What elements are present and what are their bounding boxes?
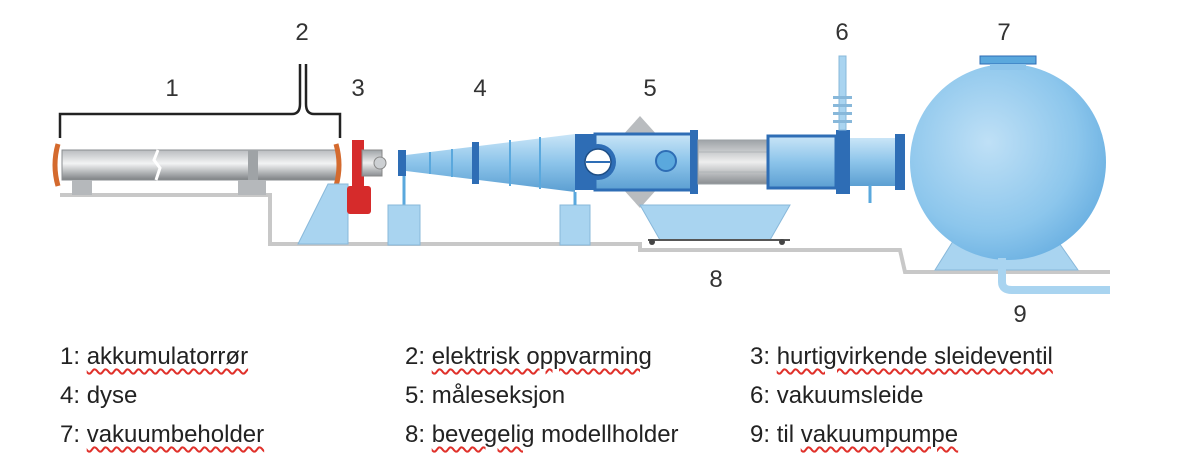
legend-num: 9 — [750, 421, 764, 448]
legend-num: 8 — [405, 421, 419, 448]
legend-num: 4 — [60, 382, 74, 409]
legend-item-8: 8: bevegelig modellholder — [405, 421, 679, 448]
legend: 1: akkumulatorrør 2: elektrisk oppvarmin… — [60, 338, 1180, 453]
legend-text: til vakuumpumpe — [776, 421, 959, 448]
legend-item-3: 3: hurtigvirkende sleideventil — [750, 343, 1053, 370]
legend-text-word: vakuumpumpe — [800, 421, 959, 448]
callout-5: 5 — [643, 75, 656, 102]
legend-text: vakuumsleide — [776, 382, 924, 409]
heating-bracket — [58, 64, 342, 138]
wind-tunnel-diagram: 1 2 3 4 5 6 7 8 9 — [52, 19, 1110, 328]
legend-num: 2 — [405, 343, 419, 370]
callout-1: 1 — [165, 75, 178, 102]
legend-item-1: 1: akkumulatorrør — [60, 343, 249, 370]
legend-num: 6 — [750, 382, 764, 409]
test-section — [575, 116, 769, 208]
legend-item-5: 5: måleseksjon — [405, 382, 566, 409]
legend-item-6: 6: vakuumsleide — [750, 382, 924, 409]
legend-num: 1 — [60, 343, 74, 370]
legend-text: dyse — [86, 382, 138, 409]
legend-text: vakuumbeholder — [86, 421, 265, 448]
callout-3: 3 — [351, 75, 364, 102]
legend-text: hurtigvirkende sleideventil — [776, 343, 1053, 370]
legend-text: elektrisk oppvarming — [431, 343, 652, 370]
callout-2: 2 — [295, 19, 308, 46]
vacuum-tank — [910, 55, 1106, 271]
callout-7: 7 — [997, 19, 1010, 46]
legend-text: bevegelig modellholder — [431, 421, 679, 448]
legend-num: 5 — [405, 382, 419, 409]
callout-4: 4 — [473, 75, 486, 102]
legend-item-2: 2: elektrisk oppvarming — [405, 343, 652, 370]
callout-8: 8 — [709, 266, 722, 293]
nozzle — [387, 134, 591, 246]
ground-line — [60, 193, 1110, 274]
legend-text: akkumulatorrør — [86, 343, 249, 370]
legend-item-4: 4: dyse — [60, 382, 138, 409]
legend-item-9: 9: til vakuumpumpe — [750, 421, 959, 448]
slide-valve — [297, 140, 387, 245]
callout-9: 9 — [1013, 301, 1026, 328]
legend-text-word: bevegelig — [431, 421, 535, 448]
vacuum-slide — [766, 55, 905, 203]
callout-6: 6 — [835, 19, 848, 46]
accumulator-tube — [52, 143, 342, 195]
legend-item-7: 7: vakuumbeholder — [60, 421, 265, 448]
legend-num: 3 — [750, 343, 764, 370]
legend-num: 7 — [60, 421, 74, 448]
pump-pipe — [998, 258, 1110, 294]
legend-text: måleseksjon — [431, 382, 566, 409]
model-holder — [639, 204, 791, 245]
